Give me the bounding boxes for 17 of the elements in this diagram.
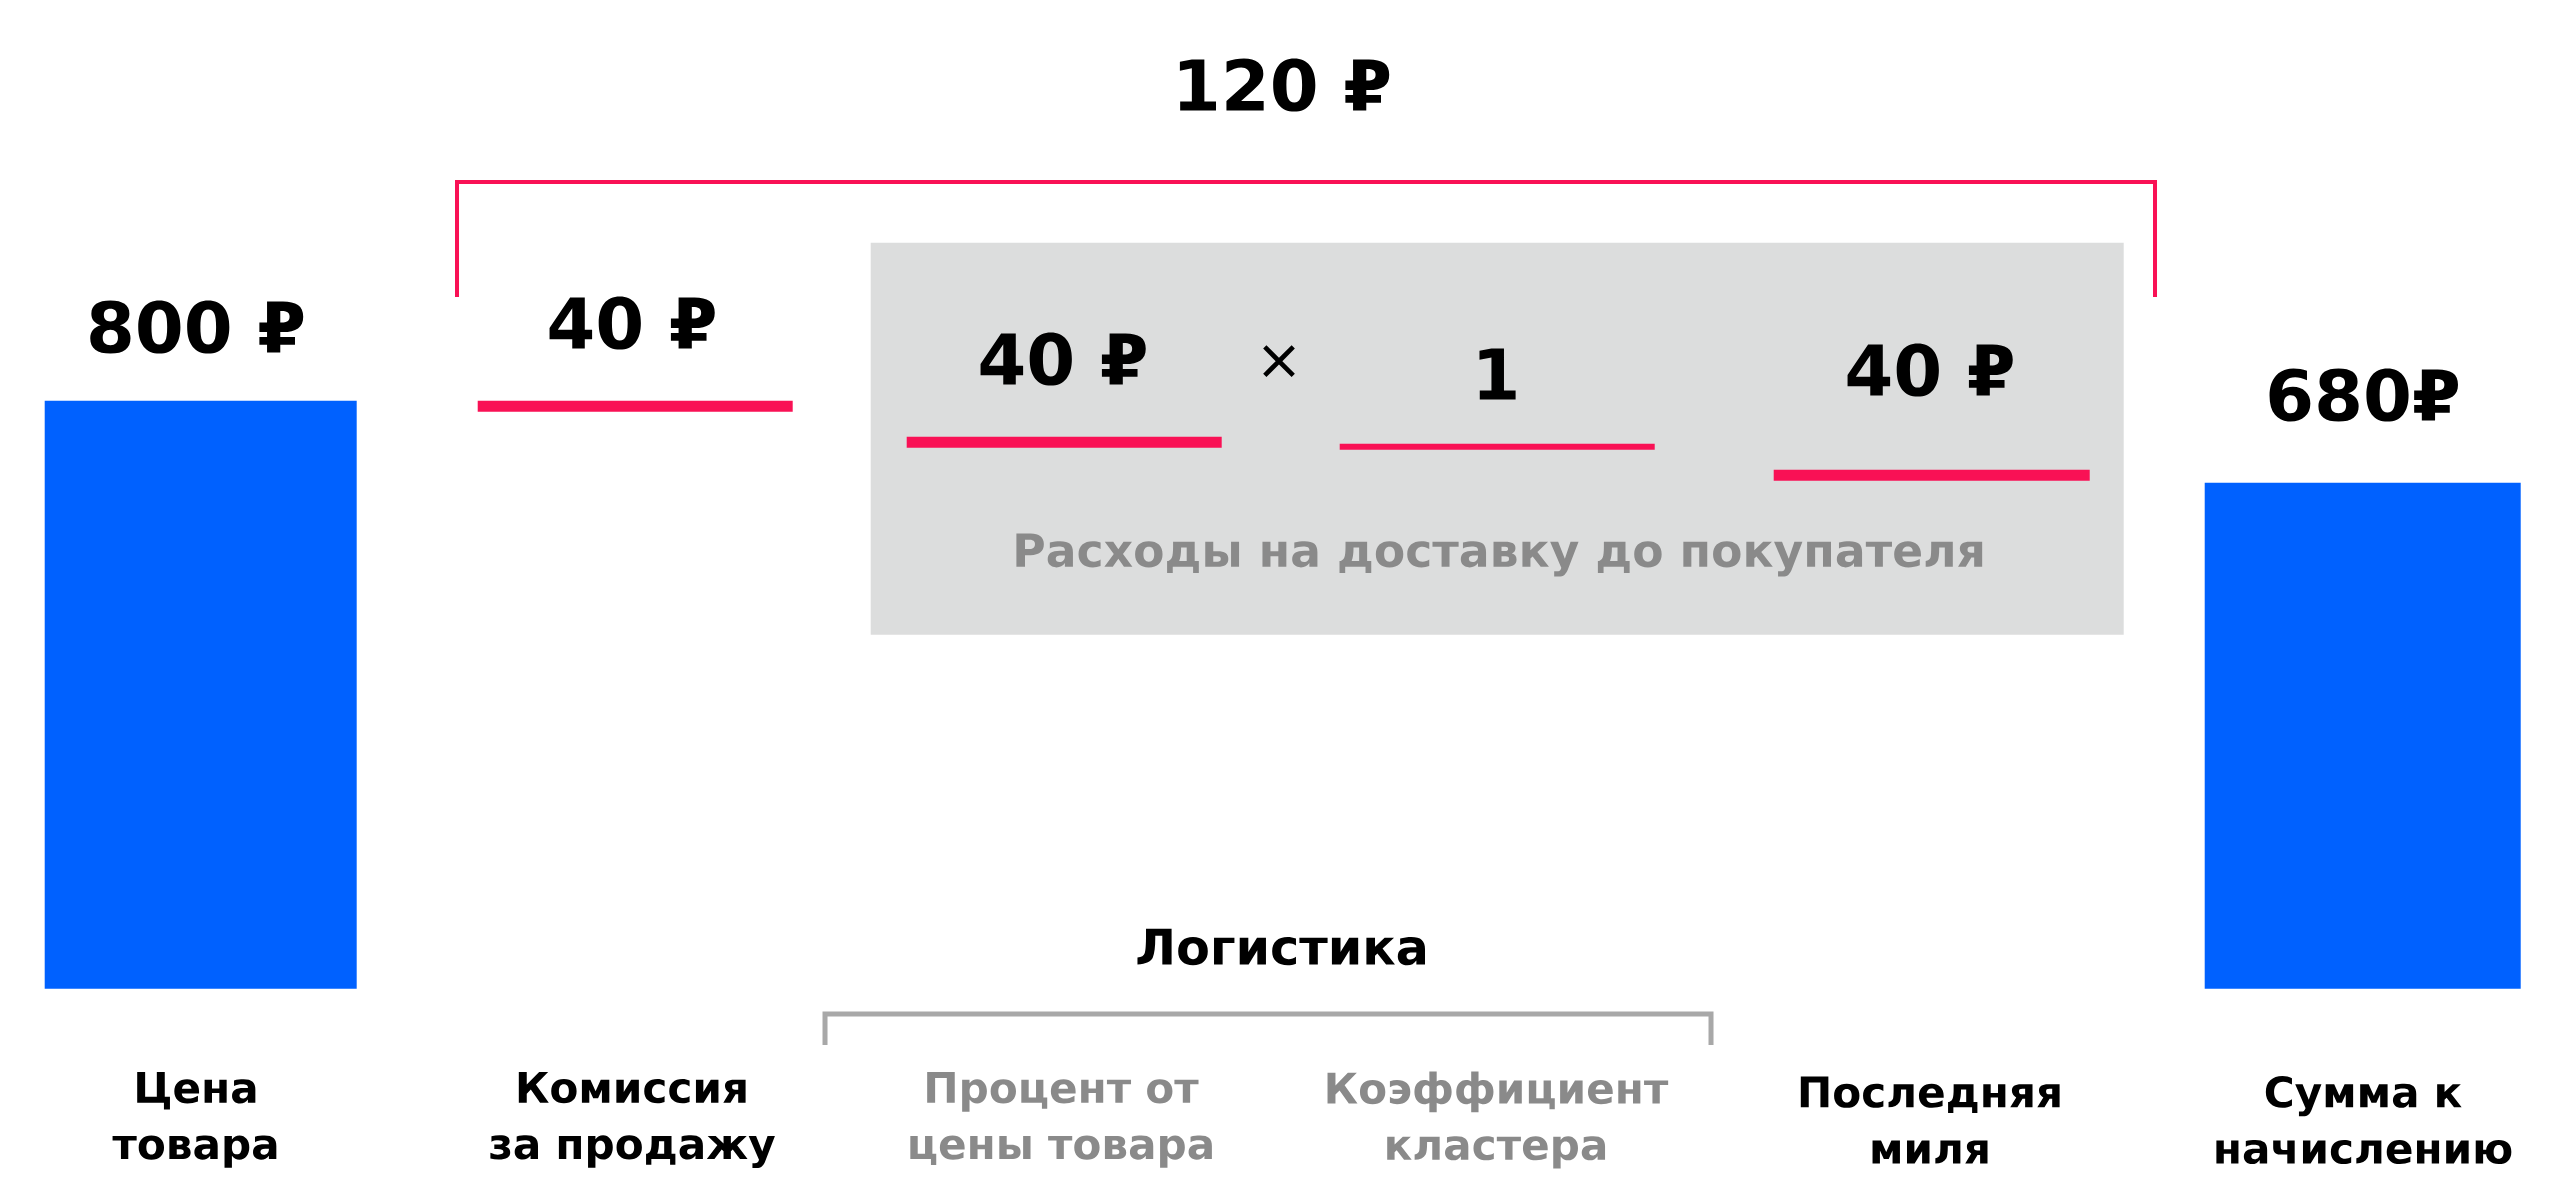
total-label: 120 ₽ bbox=[1179, 58, 1390, 112]
value-label: 40 ₽ bbox=[549, 296, 715, 350]
value-label: 800 ₽ bbox=[90, 300, 304, 354]
column-label: Коэффициент кластера bbox=[1327, 1071, 1669, 1169]
group-label: Логистика bbox=[1137, 928, 1425, 966]
column-label: Сумма к начислению bbox=[2216, 1075, 2512, 1165]
value-label: 40 ₽ bbox=[980, 332, 1146, 386]
column-label: Процент от цены товара bbox=[910, 1072, 1212, 1168]
bar bbox=[2204, 482, 2521, 989]
value-label: 680₽ bbox=[2269, 368, 2458, 422]
column-label: Цена товара bbox=[112, 1072, 277, 1168]
value-label: 1 bbox=[1479, 348, 1516, 400]
value-label: 40 ₽ bbox=[1847, 343, 2013, 397]
column-label: Последняя миля bbox=[1800, 1076, 2060, 1164]
bar bbox=[44, 400, 357, 989]
multiply-sign: × bbox=[1263, 345, 1295, 378]
column-label: Комиссия за продажу bbox=[490, 1071, 775, 1169]
